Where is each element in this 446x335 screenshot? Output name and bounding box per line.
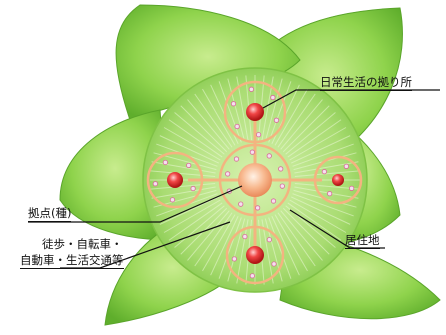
residential-dot — [273, 117, 280, 123]
residential-dot — [327, 191, 333, 197]
residential-dot — [343, 163, 349, 169]
residential-dot — [271, 261, 277, 267]
residential-dot — [321, 169, 327, 175]
residential-dot — [255, 132, 262, 138]
residential-dot — [169, 197, 176, 203]
residential-dot — [234, 123, 240, 130]
label-hub-seed: 拠点(種) — [28, 206, 72, 222]
residential-dot — [233, 156, 240, 162]
leaf-left — [59, 109, 171, 241]
hub-rings — [146, 80, 363, 285]
label-mobility-line1: 徒歩・自転車・ — [42, 237, 123, 251]
residential-dot — [162, 159, 168, 166]
label-daily-life-base: 日常生活の拠り所 — [320, 75, 412, 91]
residential-dot — [266, 237, 272, 243]
residential-dot — [152, 181, 158, 187]
residential-dot — [231, 256, 237, 262]
residential-dot — [270, 198, 277, 204]
daily-life-node-right — [332, 174, 344, 186]
residential-dot — [270, 94, 276, 101]
residential-dot — [225, 171, 231, 177]
residential-dot — [255, 205, 261, 211]
hub-seed-node — [238, 163, 272, 197]
residential-dot — [278, 166, 284, 172]
label-residential: 居住地 — [345, 233, 380, 249]
residential-dot — [249, 149, 255, 155]
residential-dot — [249, 273, 255, 279]
daily-life-node-top — [246, 103, 264, 121]
residential-dot — [186, 162, 192, 169]
daily-life-node-left — [167, 172, 183, 188]
residential-dots — [152, 86, 355, 279]
leaf-top-right — [249, 7, 403, 161]
daily-life-node-bottom — [246, 246, 264, 264]
residential-dot — [238, 201, 244, 207]
label-mobility-line2: 自動車・生活交通等 — [20, 253, 124, 269]
residential-dot — [349, 185, 355, 191]
residential-dot — [230, 101, 237, 107]
residential-dot — [266, 153, 272, 159]
residential-dot — [190, 185, 196, 192]
residential-dot — [248, 86, 255, 92]
residential-dot — [242, 233, 248, 240]
residential-dot — [279, 183, 285, 189]
